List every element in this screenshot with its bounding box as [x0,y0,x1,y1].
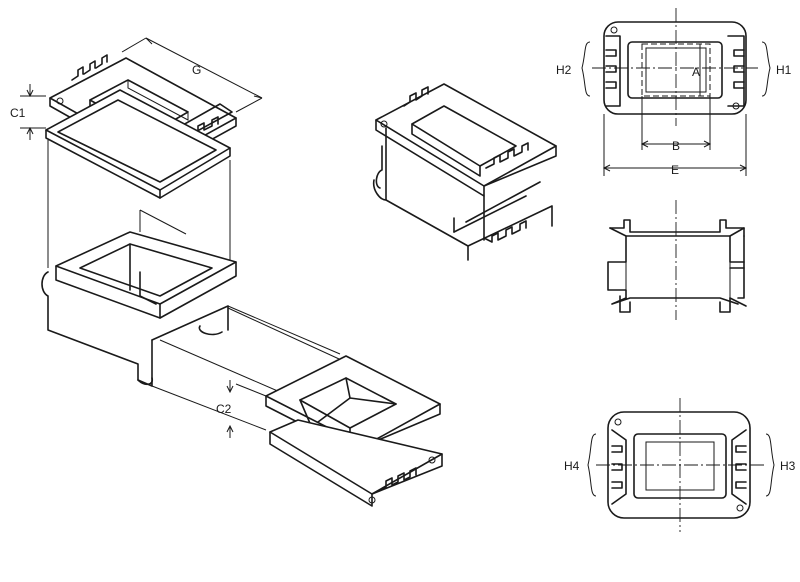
bottom-view: H4 H3 [564,398,796,532]
label-e: E [671,163,679,177]
dim-g: G [121,37,263,113]
label-h2: H2 [556,63,572,77]
side-view [607,200,747,320]
label-h1: H1 [776,63,792,77]
dim-c2: C2 [216,380,234,438]
label-c1: C1 [10,106,26,120]
exploded-view: C1 G C2 [10,37,443,507]
bobbin-body [41,231,237,387]
dim-c1: C1 [10,84,46,140]
bottom-terminal-flange [269,419,443,507]
label-a: A [692,65,700,79]
label-h3: H3 [780,459,796,473]
label-c2: C2 [216,402,232,416]
upper-plate [45,89,231,199]
label-g: G [192,63,201,77]
top-view: H2 H1 A B E [556,8,792,177]
label-b: B [672,139,680,153]
label-h4: H4 [564,459,580,473]
assembled-view [372,83,557,261]
